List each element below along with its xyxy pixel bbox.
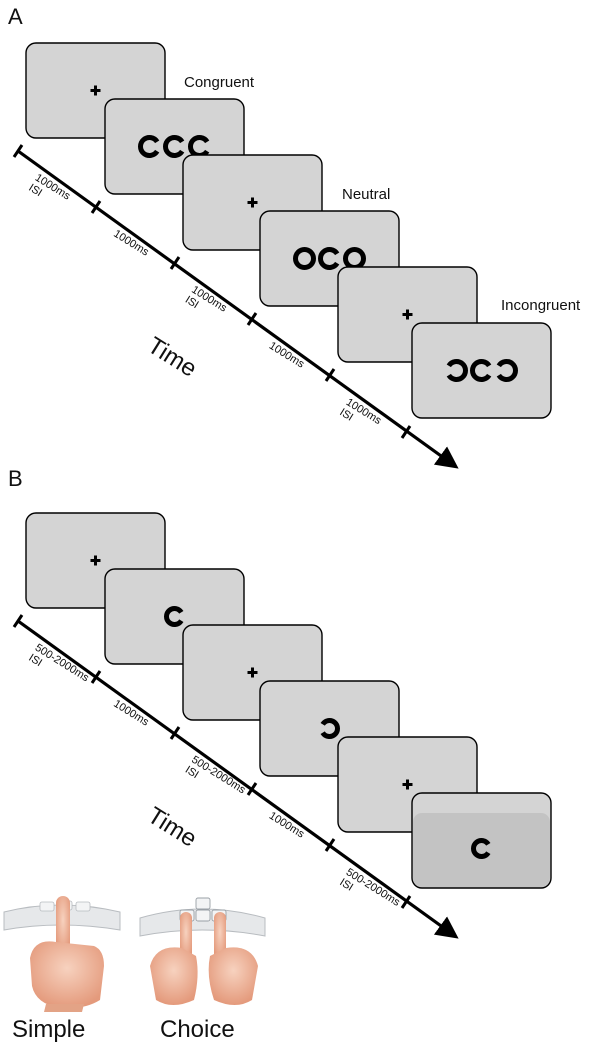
landolt-c-target: [164, 606, 184, 627]
time-tick: [246, 312, 258, 326]
fixation-cross: [90, 85, 101, 96]
time-tick: [400, 895, 412, 909]
fixation-cross: [247, 667, 258, 678]
landolt-c-target: [318, 247, 340, 270]
stimulus-screen: [411, 322, 552, 419]
fixation-cross: [90, 555, 101, 566]
condition-label-neutral: Neutral: [342, 186, 391, 203]
keyboard-choice-icon: [139, 897, 266, 937]
landolt-c-target: [163, 135, 185, 158]
time-tick: [12, 144, 24, 158]
time-arrow: [17, 619, 459, 939]
time-tick: [12, 614, 24, 628]
panel-b-letter: B: [8, 466, 23, 491]
time-tick: [169, 726, 181, 740]
fixation-cross: [247, 197, 258, 208]
condition-label-incongruent: Incongruent: [501, 297, 581, 314]
screen-shade: [413, 813, 550, 887]
screens-a: [25, 42, 552, 419]
panel-a-letter: A: [8, 4, 23, 29]
condition-label-congruent: Congruent: [184, 74, 255, 91]
fixation-cross: [402, 779, 413, 790]
landolt-c-target: [471, 838, 491, 859]
landolt-c-target: [470, 359, 492, 382]
left-hand-icon: [150, 912, 198, 1005]
landolt-c-flanker: [496, 359, 518, 382]
screens-b: [25, 512, 552, 889]
time-tick: [90, 200, 102, 214]
time-tick: [324, 838, 336, 852]
time-tick: [246, 782, 258, 796]
time-tick: [400, 425, 412, 439]
landolt-c-flanker: [446, 359, 468, 382]
neutral-o-flanker: [293, 247, 316, 270]
landolt-c-flanker: [138, 135, 160, 158]
response-label-simple: Simple: [12, 1016, 86, 1043]
time-tick: [90, 670, 102, 684]
response-label-choice: Choice: [160, 1016, 235, 1043]
pointing-hand-icon: [30, 896, 104, 1012]
time-arrow: [17, 149, 459, 469]
landolt-c-target: [320, 718, 340, 739]
stimulus-screen: [411, 792, 552, 889]
right-hand-icon: [208, 912, 258, 1005]
time-tick: [324, 368, 336, 382]
simple-response-illustration: [3, 896, 121, 1012]
fixation-cross: [402, 309, 413, 320]
choice-response-illustration: [139, 897, 266, 1005]
time-tick: [169, 256, 181, 270]
